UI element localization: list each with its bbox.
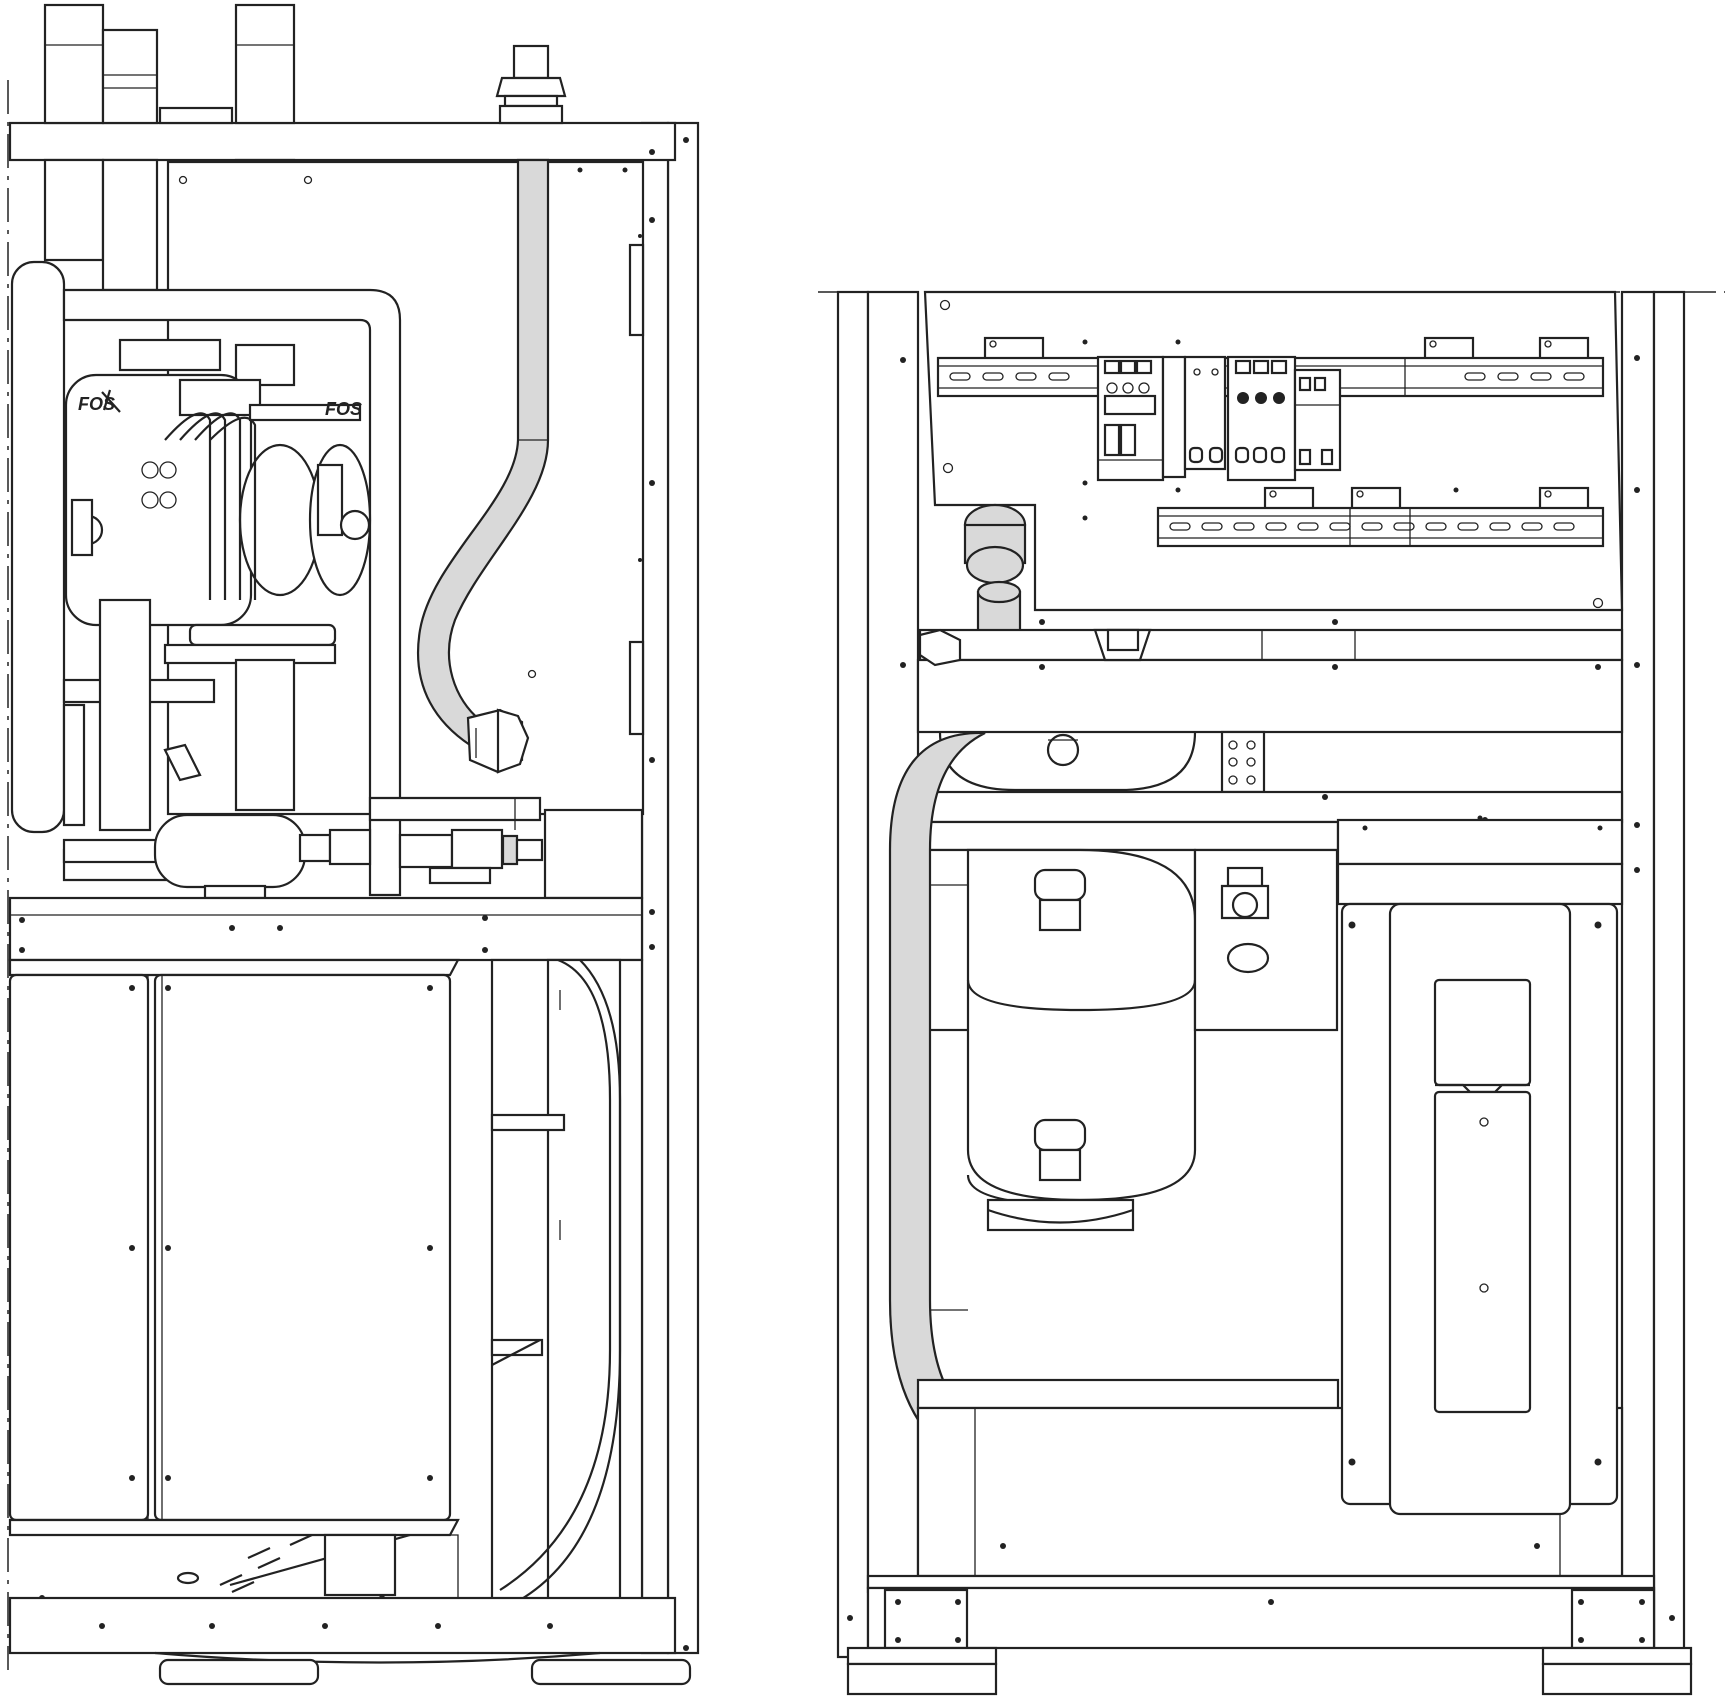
right-rail-3 — [916, 820, 1340, 852]
left-middle-rail — [8, 896, 644, 962]
pump-brand-text-right: FOS — [325, 399, 362, 419]
right-frame-right-inner — [1620, 290, 1656, 1594]
right-frame-right-post — [1652, 290, 1686, 1659]
left-filter-assembly — [62, 796, 644, 900]
right-foot-right — [1541, 1646, 1693, 1696]
left-foot-2 — [530, 1658, 692, 1686]
right-lower-rail — [916, 1378, 1340, 1410]
left-pipe-down-2 — [101, 158, 159, 292]
right-foot-left — [846, 1646, 998, 1696]
left-side-view: FOS FOS — [7, 3, 700, 1686]
right-front-view — [818, 290, 1725, 1696]
left-base — [10, 1533, 459, 1601]
left-lower-enclosure — [8, 958, 460, 1537]
left-pump-housing-tall — [10, 260, 66, 834]
right-bottom-rail — [866, 1586, 1656, 1650]
right-inverter-box — [1336, 815, 1624, 1516]
left-pipe-down-1 — [43, 158, 105, 262]
left-bottom-rail — [8, 1596, 677, 1655]
din-rail-lower — [1156, 486, 1605, 548]
right-upper-channel — [916, 658, 1624, 734]
pump-brand-text: FOS — [78, 394, 115, 414]
left-circulation-pump: FOS FOS — [10, 260, 402, 897]
left-hose-fitting — [466, 708, 530, 774]
pump-cooling-fins — [164, 412, 257, 600]
left-top-pipe-stubs — [43, 3, 296, 125]
right-upper-tray — [918, 628, 1624, 662]
right-compressor-vessel — [918, 848, 1339, 1232]
left-foot-1 — [158, 1658, 320, 1686]
right-cable-gland-2 — [1220, 866, 1270, 920]
right-rail-2 — [916, 790, 1624, 824]
left-frame-right-post — [666, 121, 700, 1655]
right-frame-left-post — [836, 290, 870, 1659]
left-top-cable-gland — [495, 44, 567, 125]
right-bottom-rail-thin — [866, 1574, 1656, 1590]
left-top-plate — [8, 121, 677, 162]
terminal-blocks — [1096, 355, 1342, 482]
right-valves-upper — [918, 628, 1356, 667]
din-rail-upper — [936, 336, 1605, 398]
left-frame-right-inner-post — [640, 121, 670, 1655]
right-compressor-upper — [938, 730, 1266, 794]
left-lower-compressor — [490, 958, 644, 1612]
